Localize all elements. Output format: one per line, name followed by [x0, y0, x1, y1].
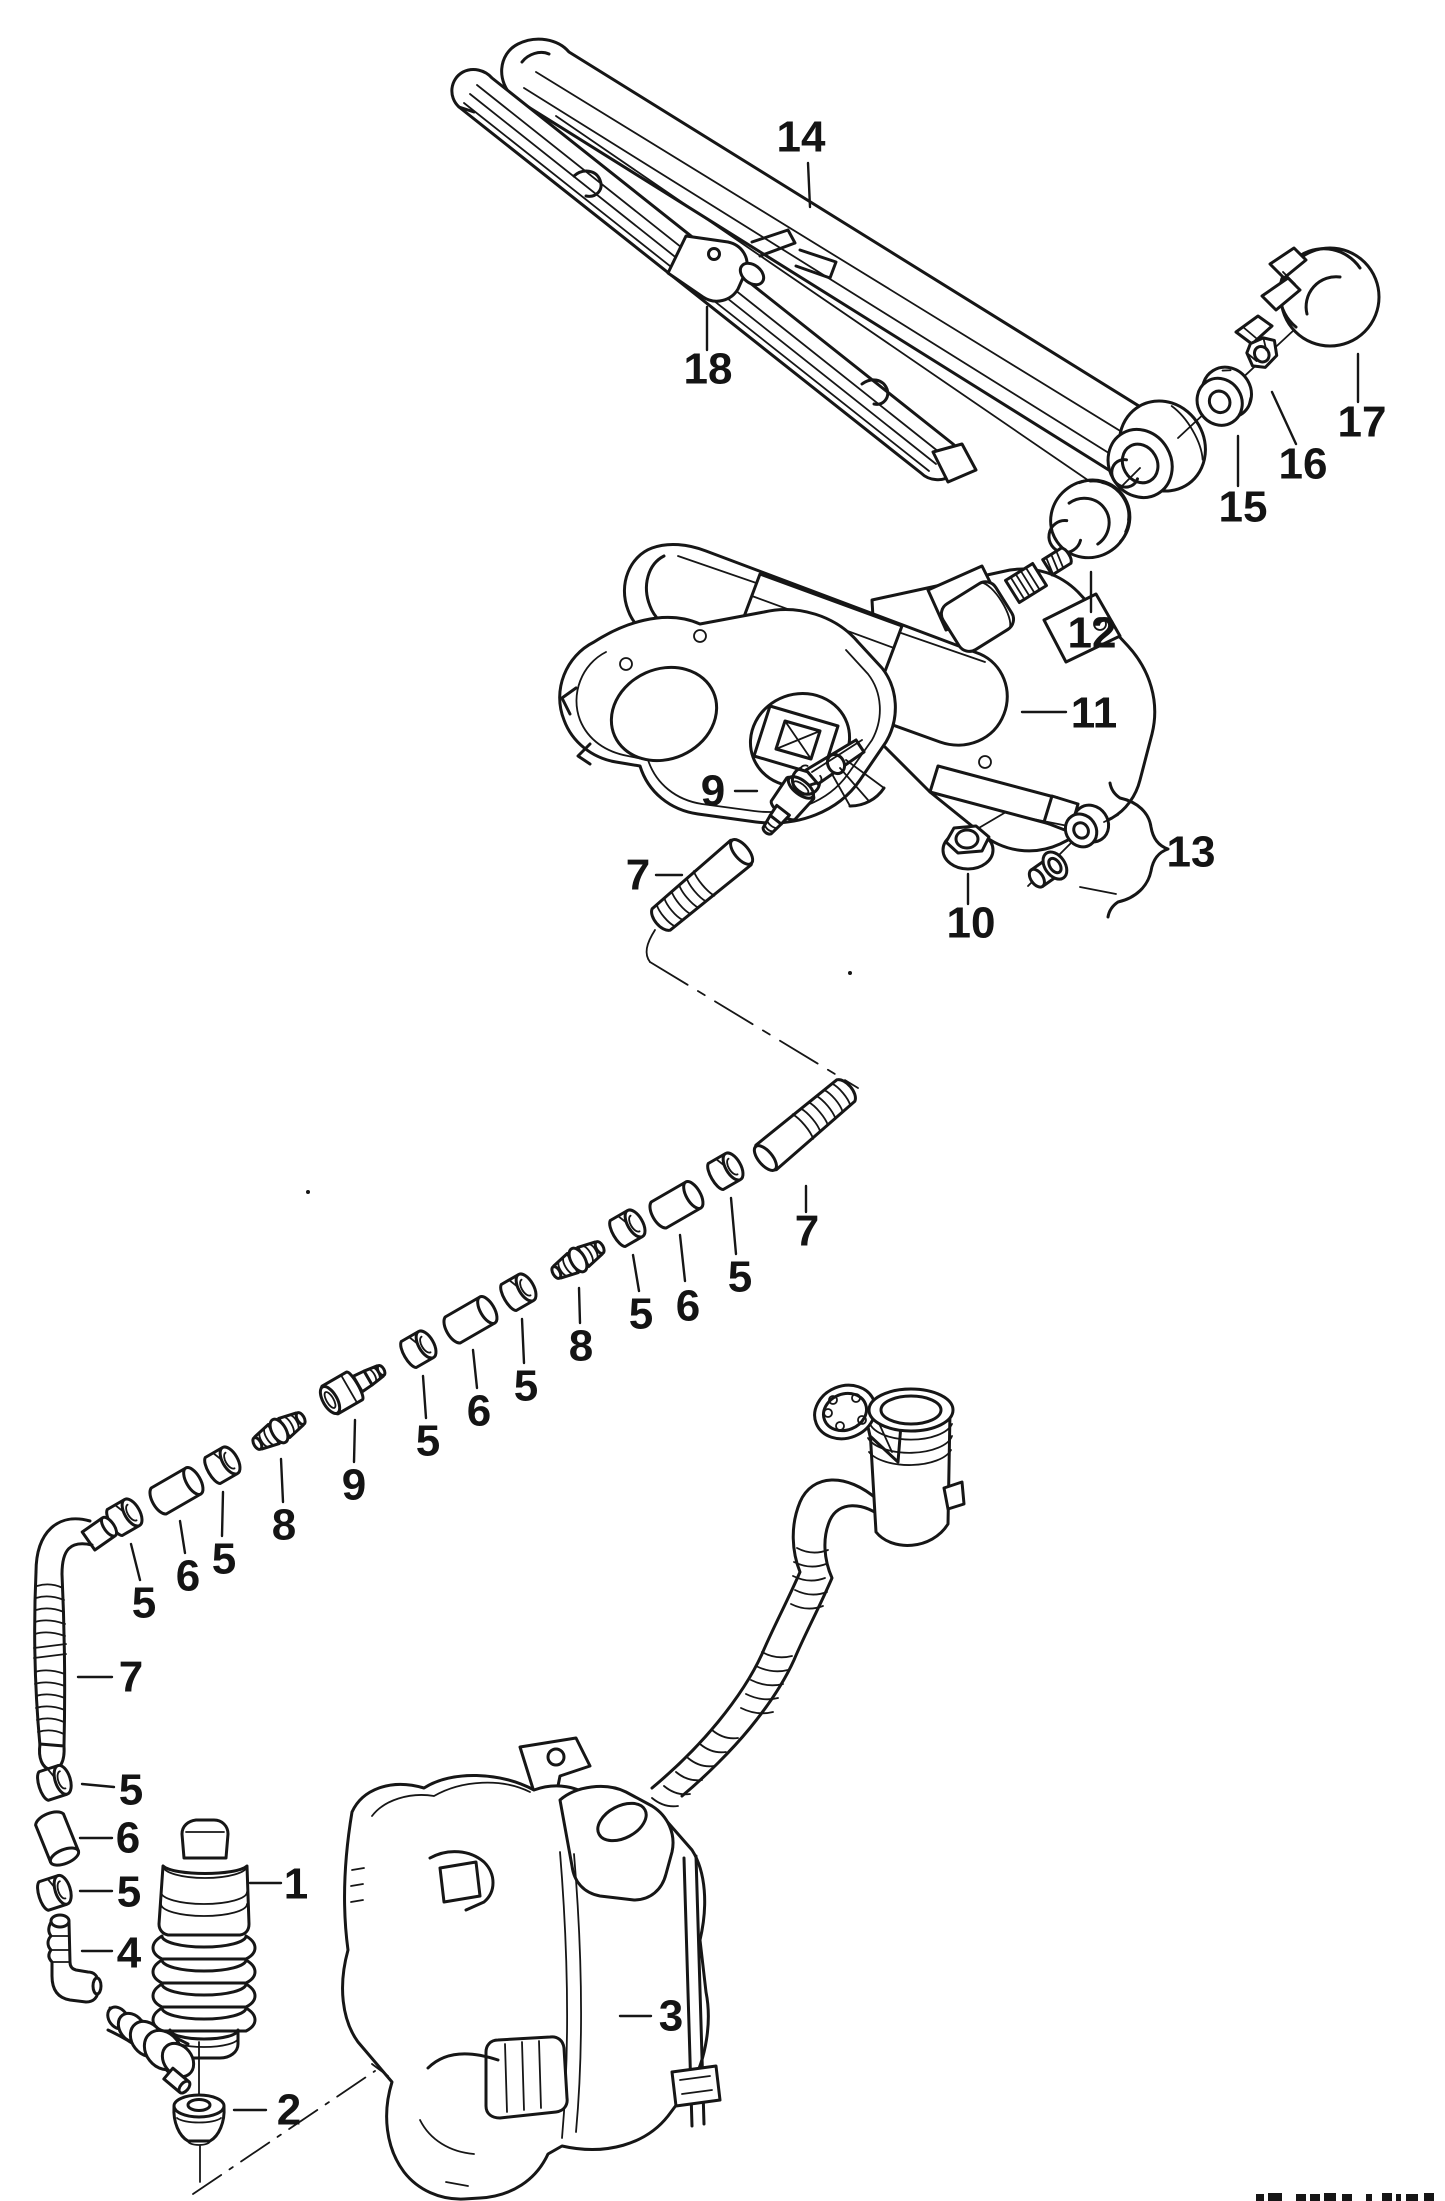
callout-6: 6 [676, 1282, 700, 1331]
check-valve-upper [761, 764, 823, 836]
callout-5: 5 [728, 1253, 752, 1302]
washer-pump [151, 1818, 257, 2060]
arm-pivot-head [1106, 399, 1207, 500]
pivot-washer-15 [1195, 365, 1253, 427]
bolt-13 [1027, 850, 1069, 889]
pivot-nut-16 [1234, 314, 1279, 369]
barb-connector [545, 1232, 611, 1288]
hose-piece [644, 1177, 709, 1233]
wiper-motor [558, 542, 1157, 853]
callout-6: 6 [467, 1387, 491, 1436]
hose-piece [144, 1463, 209, 1519]
callout-7: 7 [795, 1207, 819, 1256]
brace-13-pointers [1079, 814, 1119, 895]
filler-neck [813, 1383, 966, 1547]
callout-6: 6 [116, 1814, 140, 1863]
hose-clamp [604, 1205, 651, 1251]
callout-9: 9 [342, 1461, 366, 1510]
callout-3: 3 [659, 1992, 683, 2041]
check-valve-chain [314, 1353, 394, 1419]
hose-clamp [33, 1871, 76, 1914]
hose-clamp [199, 1442, 246, 1488]
callout-18: 18 [684, 345, 733, 394]
valve-link-line [811, 739, 863, 773]
callout-5: 5 [117, 1868, 141, 1917]
callout-14: 14 [777, 113, 826, 162]
hose-clamp [395, 1326, 442, 1372]
callout-5: 5 [119, 1766, 143, 1815]
callout-5: 5 [514, 1362, 538, 1411]
brace-13 [1106, 781, 1170, 919]
callout-5: 5 [132, 1579, 156, 1628]
shaft-grommet-12 [1047, 478, 1132, 560]
callout-12: 12 [1068, 609, 1117, 658]
hose-clamp [33, 1761, 76, 1804]
grommet-2 [172, 2093, 226, 2146]
callout-5: 5 [629, 1290, 653, 1339]
callout-11: 11 [1071, 689, 1118, 738]
callout-5: 5 [416, 1417, 440, 1466]
pivot-cap-17 [1260, 246, 1381, 348]
callout-1: 1 [284, 1860, 308, 1909]
hose-clamp [702, 1148, 749, 1194]
hose-clamp [495, 1269, 542, 1315]
callout-5: 5 [212, 1535, 236, 1584]
callout-17: 17 [1338, 398, 1387, 447]
callout-15: 15 [1219, 483, 1268, 532]
hose-piece [438, 1292, 503, 1348]
elbow-connector-4 [46, 1913, 103, 2004]
hose-7-upper [644, 833, 759, 938]
routing-dash-line [649, 961, 859, 1089]
reservoir-dash-line [192, 2070, 376, 2195]
callout-7: 7 [119, 1653, 143, 1702]
washer-13 [1063, 803, 1111, 849]
callout-4: 4 [117, 1929, 142, 1978]
wiper-blade [450, 68, 978, 484]
washer-reservoir [341, 1736, 722, 2201]
callout-2: 2 [277, 2086, 301, 2135]
footer-code-fragment [1256, 2193, 1434, 2201]
callout-8: 8 [272, 1501, 296, 1550]
print-specks [306, 971, 852, 1194]
barb-connector [246, 1403, 312, 1459]
callout-13: 13 [1167, 828, 1216, 877]
callout-10: 10 [947, 899, 996, 948]
hose-7-chain [748, 1072, 863, 1177]
routing-line [645, 929, 656, 963]
pump-inlet-bellows [106, 2005, 196, 2095]
elbow-hose-7 [33, 1515, 119, 1772]
callout-7: 7 [626, 851, 650, 900]
callout-8: 8 [569, 1322, 593, 1371]
callout-16: 16 [1279, 440, 1328, 489]
leader-lines [76, 161, 1360, 2112]
callout-6: 6 [176, 1552, 200, 1601]
callout-9: 9 [701, 767, 725, 816]
hose-piece [31, 1806, 83, 1871]
hex-nut-10 [941, 824, 995, 871]
wiper-arm [500, 37, 1165, 499]
filler-hose [650, 1478, 888, 1808]
